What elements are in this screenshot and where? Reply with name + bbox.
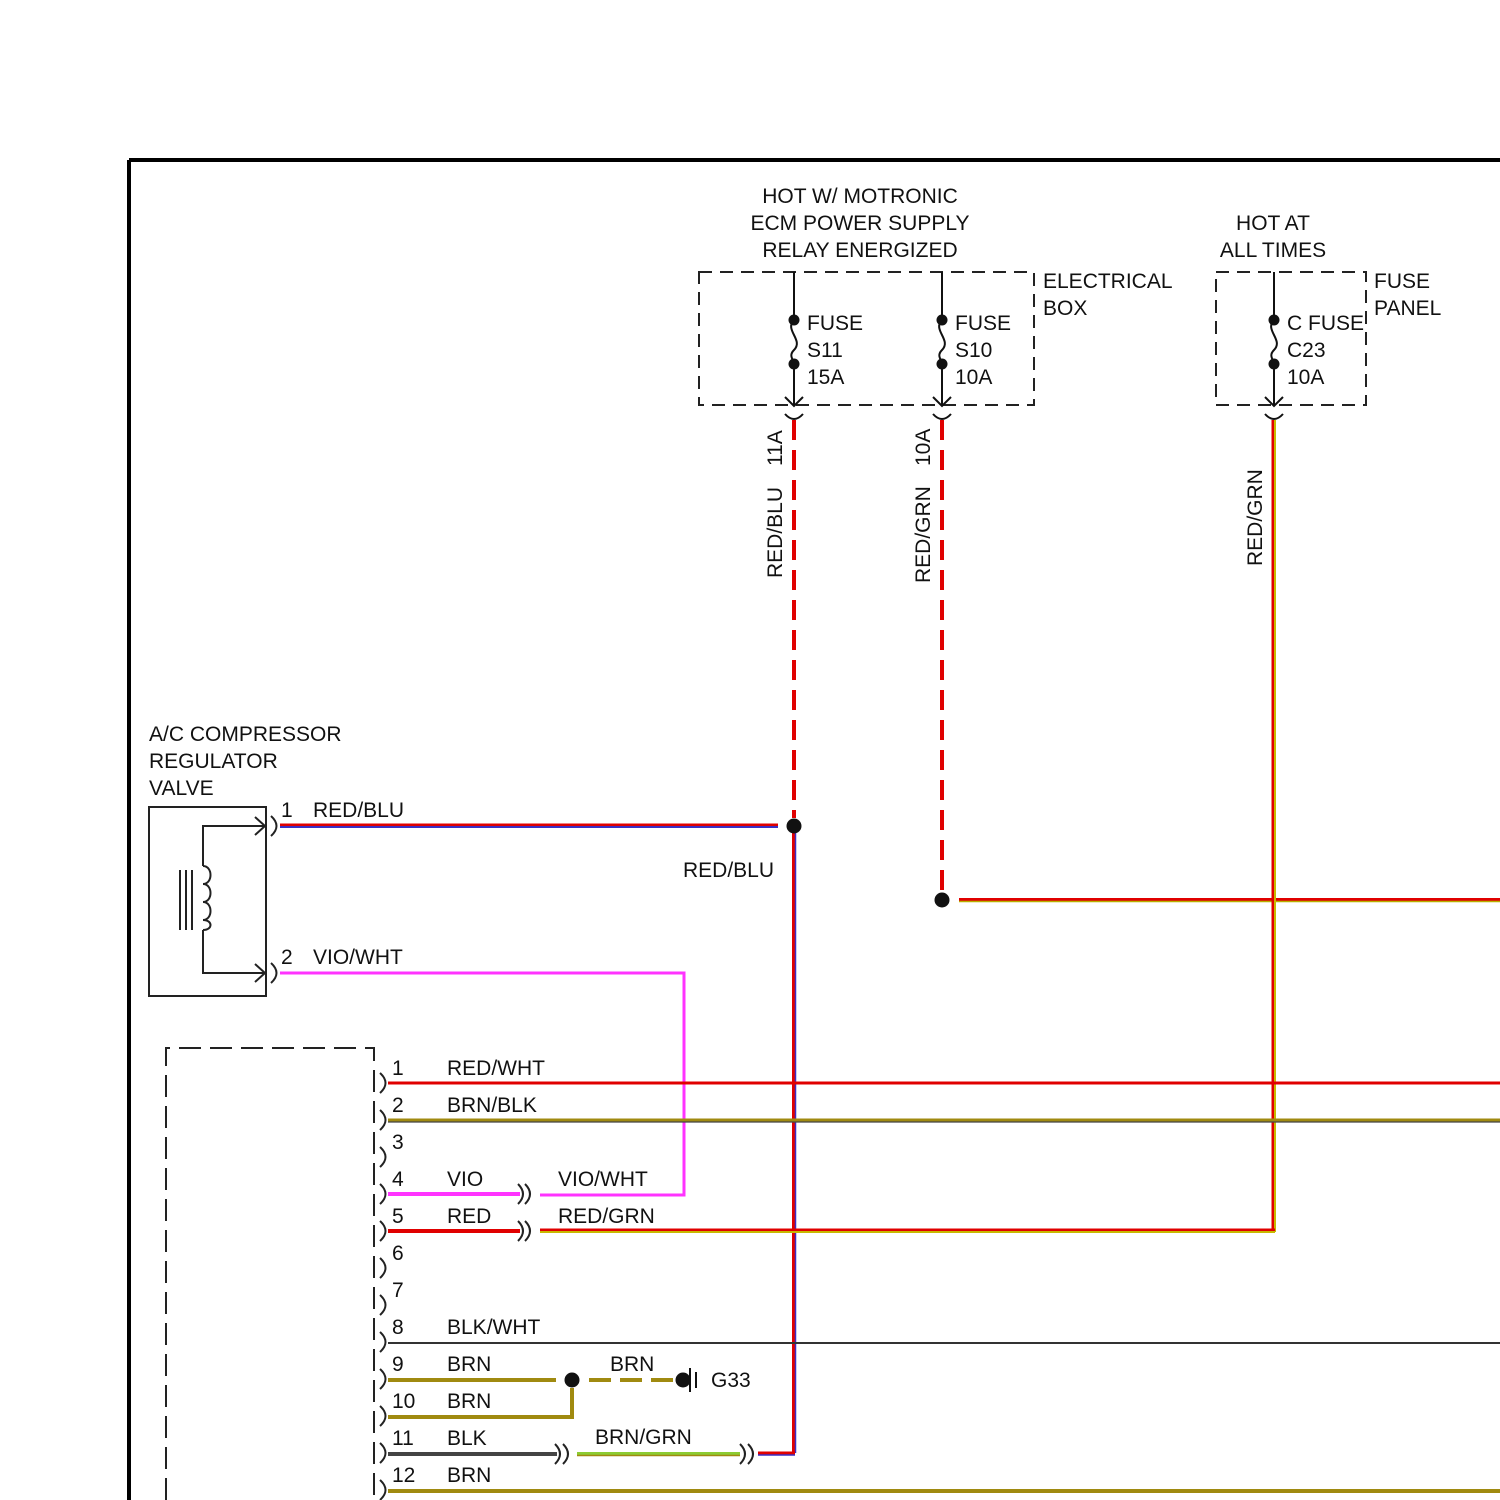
connector-pin-number: 9	[392, 1353, 404, 1376]
connector-pin-number: 1	[392, 1057, 404, 1080]
component-pin1-color: RED/BLU	[313, 799, 404, 822]
connector-pin-wire-color: BLK	[447, 1427, 487, 1450]
connector-pin-mark	[380, 1443, 386, 1463]
splice-s10	[935, 893, 950, 908]
motronic-label-line3: RELAY ENERGIZED	[762, 239, 957, 262]
connector-pin-mark	[380, 1369, 386, 1389]
motronic-label-line1: HOT W/ MOTRONIC	[762, 185, 958, 208]
motronic-power-label: HOT W/ MOTRONIC ECM POWER SUPPLY RELAY E…	[751, 185, 970, 262]
fuse-s10-line2: S10	[955, 339, 992, 362]
wire-s11-red-blu: RED/BLU 11A	[764, 420, 796, 1453]
wire-s10-red-grn: RED/GRN 10A	[912, 420, 942, 893]
connector-pin-wire-color: VIO	[447, 1168, 483, 1191]
connector-pin-number: 4	[392, 1168, 404, 1191]
connector-pin-wire-color: BRN	[447, 1353, 491, 1376]
connector-pin-mark	[380, 1406, 386, 1426]
wire-s10-color-label: RED/GRN	[912, 486, 935, 583]
continuation-pin4: VIO/WHT	[558, 1168, 648, 1191]
fuse-s11-line2: S11	[807, 339, 843, 362]
ground-point	[676, 1373, 691, 1388]
splice-red-blu	[787, 819, 802, 834]
connector-pin-number: 8	[392, 1316, 404, 1339]
connector-pin-number: 6	[392, 1242, 404, 1265]
fuse-panel-label-line2: PANEL	[1374, 297, 1441, 320]
connector-pin-wire-color: RED/WHT	[447, 1057, 545, 1080]
hot-at-all-times-label: HOT AT ALL TIMES	[1220, 212, 1326, 262]
connector-pin-mark	[380, 1332, 386, 1352]
wire-c23-color-label: RED/GRN	[1244, 469, 1267, 566]
continuation-pin5: RED/GRN	[558, 1205, 655, 1228]
solenoid-coil-icon	[203, 866, 211, 930]
hot-at-label-line1: HOT AT	[1236, 212, 1310, 235]
wire-s10-terminal-label: 10A	[912, 429, 935, 466]
connector-pin-number: 3	[392, 1131, 404, 1154]
ecm-dashed-outline	[166, 1048, 374, 1500]
connector-pin-number: 2	[392, 1094, 404, 1117]
connector-pin-wire-color: BRN	[447, 1390, 491, 1413]
fuse-c23-line2: C23	[1287, 339, 1326, 362]
connector-pin-number: 5	[392, 1205, 404, 1228]
connector-pin-wire-color: BLK/WHT	[447, 1316, 541, 1339]
connector-pin-wire-color: BRN/BLK	[447, 1094, 537, 1117]
component-name-line2: REGULATOR	[149, 750, 278, 773]
fuse-panel-label-line1: FUSE	[1374, 270, 1430, 293]
connector-pin-mark	[380, 1073, 386, 1093]
connector-pin-number: 11	[392, 1427, 414, 1450]
connector-pin-mark	[380, 1221, 386, 1241]
wire-s11-color-label: RED/BLU	[764, 487, 787, 578]
fuse-s11: FUSE S11 15A	[785, 272, 863, 419]
fuse-c23-line3: 10A	[1287, 366, 1324, 389]
wire-s10-horizontal	[959, 900, 1500, 902]
electrical-box-label-line2: BOX	[1043, 297, 1087, 320]
component-pin2-color: VIO/WHT	[313, 946, 403, 969]
wire-s11-terminal-label: 11A	[764, 430, 787, 466]
electrical-box-label-line1: ELECTRICAL	[1043, 270, 1173, 293]
ground-label: G33	[711, 1369, 751, 1392]
connector-pin-wire-color: RED	[447, 1205, 491, 1228]
component-name-line3: VALVE	[149, 777, 214, 800]
continuation-pin11: BRN/GRN	[595, 1426, 692, 1449]
fuse-s10-line1: FUSE	[955, 312, 1011, 335]
hot-at-label-line2: ALL TIMES	[1220, 239, 1326, 262]
splice-ground	[565, 1373, 580, 1388]
component-name-line1: A/C COMPRESSOR	[149, 723, 342, 746]
connector-pin-mark	[380, 1258, 386, 1278]
connector-pin-mark	[380, 1147, 386, 1167]
splice-label: RED/BLU	[683, 859, 774, 882]
component-pin2: 2	[281, 946, 293, 969]
connector-pin-mark	[380, 1295, 386, 1315]
connector-pin-mark	[380, 1480, 386, 1500]
inline-connector-brn-grn	[740, 1444, 753, 1464]
connector-pin-number: 10	[392, 1390, 415, 1413]
connector-pin-number: 7	[392, 1279, 404, 1302]
wire-pin1-red-blu	[280, 825, 778, 827]
ground-icon	[690, 1368, 696, 1392]
motronic-label-line2: ECM POWER SUPPLY	[751, 212, 970, 235]
connector-wires: G33	[388, 1083, 1500, 1491]
ac-compressor-regulator-valve: A/C COMPRESSOR REGULATOR VALVE 1 RED/BLU…	[149, 723, 404, 996]
connector-pin-mark	[380, 1110, 386, 1130]
fuse-s11-line1: FUSE	[807, 312, 863, 335]
fuse-c23-line1: C FUSE	[1287, 312, 1364, 335]
connector-pin-mark	[380, 1184, 386, 1204]
continuation-pin9: BRN	[610, 1353, 654, 1376]
fuse-c23: C FUSE C23 10A	[1265, 272, 1364, 419]
connector-pin-wire-color: BRN	[447, 1464, 491, 1487]
component-pin1: 1	[281, 799, 293, 822]
wire-c23-red-grn: RED/GRN	[1244, 420, 1275, 1232]
fuse-s10: FUSE S10 10A	[933, 272, 1011, 419]
fuse-s10-line3: 10A	[955, 366, 992, 389]
connector-pin-number: 12	[392, 1464, 415, 1487]
fuse-s11-line3: 15A	[807, 366, 844, 389]
